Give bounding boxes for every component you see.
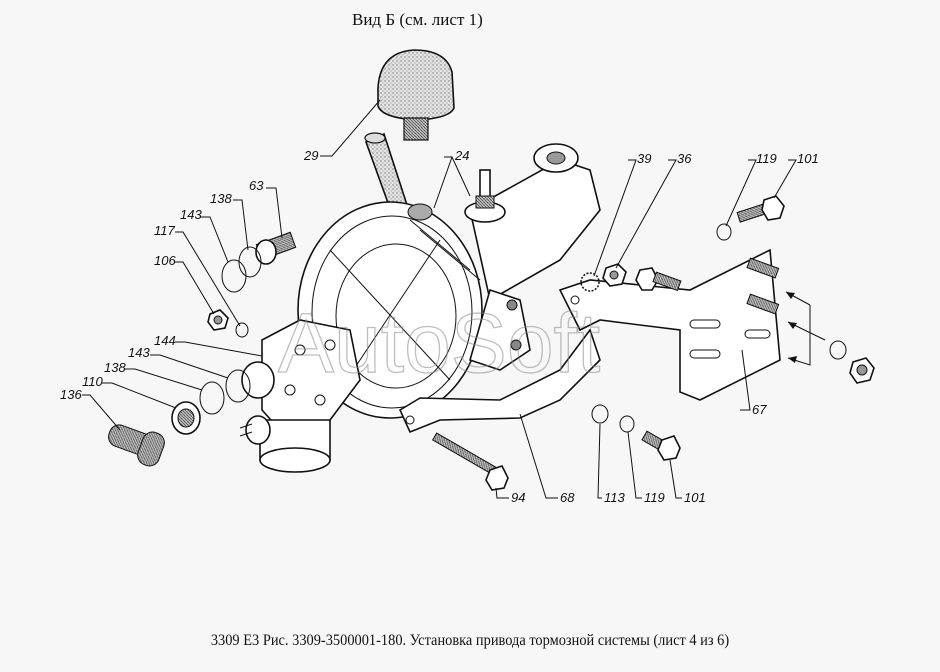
- part-bracket-68: [398, 328, 601, 434]
- part-fitting-63: [255, 231, 297, 265]
- callout-110: 110: [82, 374, 103, 389]
- part-bolt-mid: [635, 267, 682, 292]
- part-filter-cap[interactable]: [377, 49, 455, 141]
- callout-101-top: 101: [797, 151, 819, 166]
- part-seal-143-top: [221, 259, 247, 293]
- part-lock-washer-right: [829, 340, 847, 360]
- part-bracket-67: [558, 248, 781, 401]
- callout-136: 136: [60, 387, 82, 402]
- part-nut-110: [171, 401, 201, 435]
- part-valve-144: [239, 319, 361, 473]
- callout-106: 106: [154, 253, 176, 268]
- part-washer-117: [235, 322, 249, 338]
- part-seal-138-top: [238, 246, 262, 278]
- callout-68: 68: [560, 490, 575, 505]
- callout-143-bottom: 143: [128, 345, 150, 360]
- part-bolt-101-bottom: [641, 430, 681, 461]
- callout-67: 67: [752, 402, 767, 417]
- part-lock-washer-39: [580, 272, 600, 292]
- callout-117: 117: [154, 223, 175, 238]
- assembly-arrows: [785, 291, 826, 366]
- part-washer-113: [591, 404, 609, 424]
- callout-24: 24: [454, 148, 469, 163]
- callout-143-top: 143: [180, 207, 202, 222]
- watermark: AutoSoft: [278, 296, 600, 390]
- callout-39: 39: [637, 151, 651, 166]
- part-washer-119-bottom: [619, 415, 635, 433]
- part-bolt-94: [432, 432, 509, 491]
- part-bolt-101-top: [736, 195, 785, 223]
- part-washer-119-top: [716, 223, 732, 241]
- view-title: Вид Б (см. лист 1): [352, 10, 483, 29]
- figure-caption: 3309 Е3 Рис. 3309-3500001-180. Установка…: [210, 632, 730, 649]
- callout-119-top: 119: [756, 151, 777, 166]
- callout-144: 144: [154, 333, 176, 348]
- callout-138-top: 138: [210, 191, 232, 206]
- callout-29: 29: [303, 148, 318, 163]
- callout-119-bottom: 119: [644, 490, 665, 505]
- callout-101-bottom: 101: [684, 490, 706, 505]
- part-nut-36: [602, 263, 627, 287]
- part-nut-106: [207, 309, 229, 331]
- callout-36: 36: [677, 151, 692, 166]
- part-seal-138-bottom: [199, 381, 225, 415]
- part-seal-143-bottom: [225, 369, 251, 403]
- callout-63: 63: [249, 178, 264, 193]
- callout-94: 94: [511, 490, 525, 505]
- part-tee-136: [108, 424, 165, 467]
- part-nut-right: [849, 357, 875, 384]
- leader-lines: [82, 99, 797, 499]
- callout-138-bottom: 138: [104, 360, 126, 375]
- callout-113: 113: [604, 490, 625, 505]
